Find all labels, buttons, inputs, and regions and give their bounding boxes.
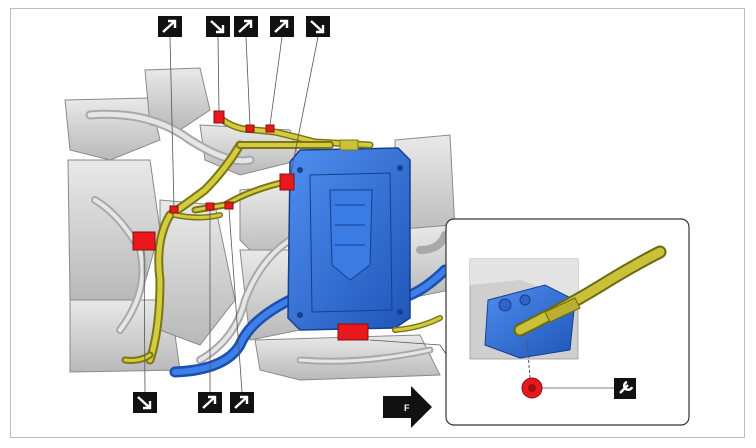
- connector-left: [132, 231, 156, 251]
- connector-module: [279, 173, 295, 191]
- connector-bottom: [337, 323, 369, 341]
- clip-4: [205, 202, 215, 211]
- clip-1: [245, 124, 255, 133]
- wrench-icon: [614, 378, 636, 399]
- front-arrow: F: [383, 386, 432, 428]
- nut: [521, 377, 543, 399]
- connector-top: [213, 110, 225, 124]
- callout-icon-bottom-2-unplug-icon: [198, 392, 222, 413]
- front-arrow-label: F: [404, 403, 410, 413]
- clip-5: [224, 201, 234, 210]
- detail-inset: [445, 218, 690, 426]
- electronic-module: [287, 147, 411, 331]
- clip-2: [265, 124, 275, 133]
- callout-icon-bottom-3-unplug-icon: [230, 392, 254, 413]
- callout-icon-top-1-unplug-icon: [158, 16, 182, 37]
- connectors: [132, 110, 369, 341]
- callout-icon-top-5-plug-icon: [306, 16, 330, 37]
- callout-lines: [143, 36, 451, 393]
- callout-icon-bottom-1-plug-icon: [133, 392, 157, 413]
- callout-icon-top-3-unplug-icon: [234, 16, 258, 37]
- callout-icon-top-4-unplug-icon: [270, 16, 294, 37]
- callout-icon-top-2-plug-icon: [206, 16, 230, 37]
